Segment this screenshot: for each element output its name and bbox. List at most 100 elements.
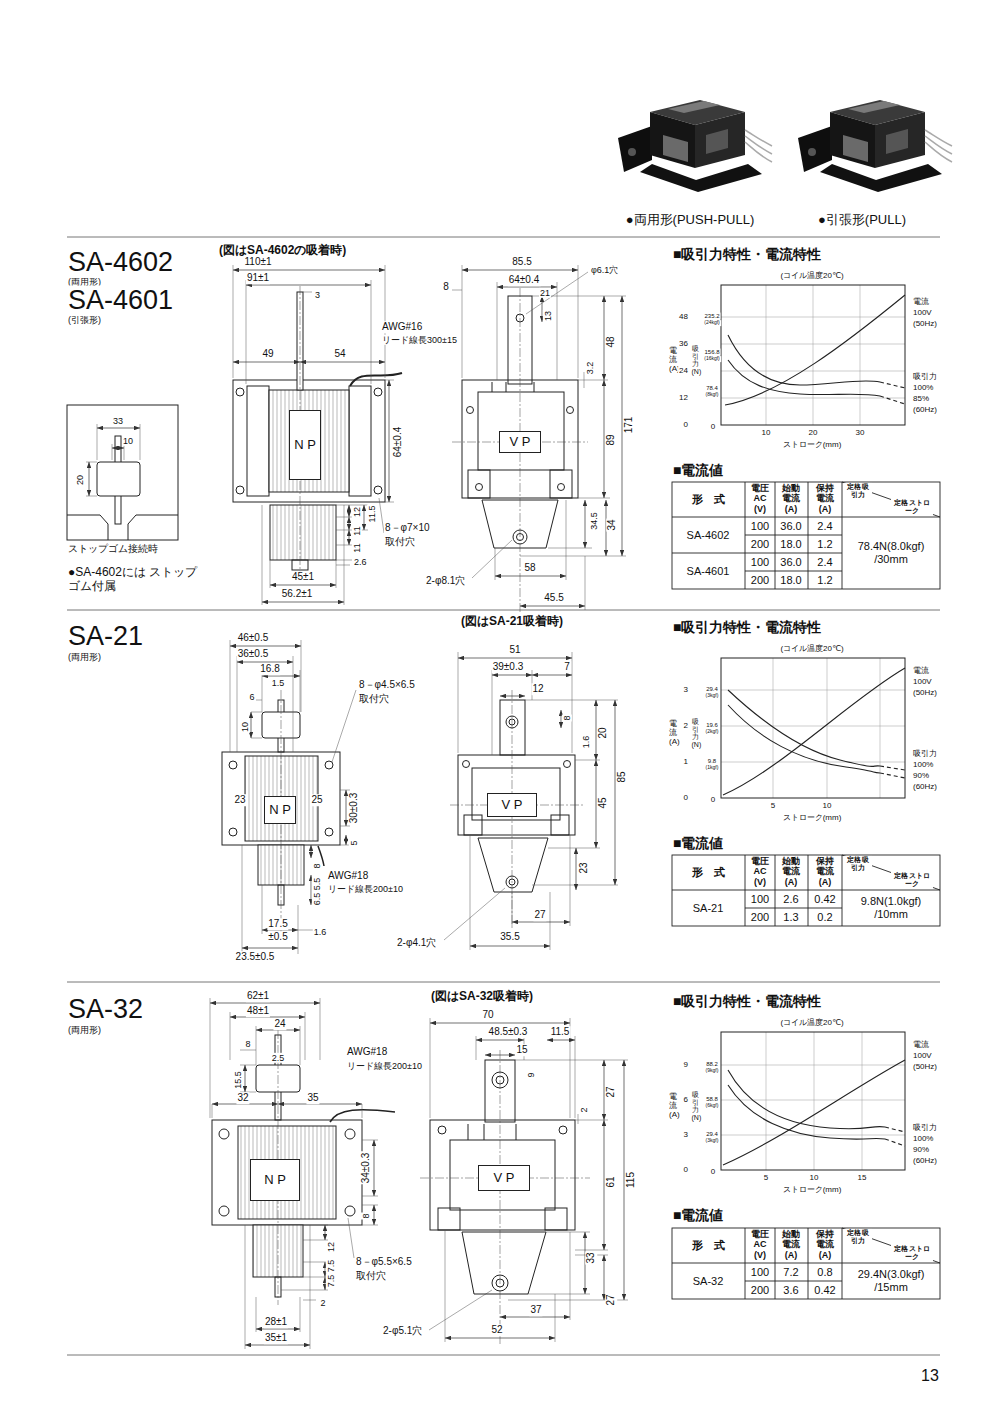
dimension-value: 61 (605, 1175, 617, 1188)
sa32-side-view (325, 1225, 326, 1240)
heading-text: 保持 電流 (A) (812, 1229, 838, 1260)
annotation-text: 45±1 (291, 571, 315, 583)
annotation-text: 200 (750, 911, 770, 924)
sa32-front-view (547, 1040, 575, 1041)
annotation-text: 1.6 (313, 927, 328, 937)
sa32-front-view (438, 1208, 460, 1230)
coil-label-box: N P (250, 1159, 300, 1201)
annotation-text: AWG#16 (381, 321, 423, 333)
heading-text: 定格 ストローク (891, 499, 933, 515)
annotation-text: 2.4 (816, 556, 833, 569)
sa4602-side-view (350, 373, 402, 386)
annotation-text: 20 (808, 428, 819, 437)
annotation-text: 12 (531, 683, 544, 695)
node-text: V P (502, 798, 523, 813)
annotation-text: 2 (319, 1298, 326, 1308)
rule-line (67, 237, 940, 238)
heading-text: 定格 ストローク (891, 1245, 933, 1261)
sa4602-front-view (585, 500, 586, 548)
sa4602-front-view (558, 484, 565, 491)
annotation-text: 91±1 (246, 272, 270, 284)
annotation-text: 64±0.4 (508, 274, 541, 286)
sa21-side-view (298, 930, 314, 931)
annotation-text: 46±0.5 (237, 632, 270, 644)
current-table-grid (672, 482, 940, 589)
heading-text: (図はSA-21吸着時) (460, 615, 564, 629)
annotation-text: 100V (912, 1051, 933, 1060)
annotation-text: 8 (244, 1039, 251, 1049)
sa21-front-view (492, 675, 532, 676)
stop-rubber-inset (86, 424, 140, 496)
heading-text: 保持 電流 (A) (812, 483, 838, 514)
annotation-text: 24 (678, 366, 689, 375)
sa4602-side-view (236, 486, 244, 494)
annotation-text: 36 (678, 339, 689, 348)
solenoid-photo (668, 101, 720, 113)
solenoid-photo (628, 148, 636, 156)
sa4602-front-view (495, 576, 566, 577)
heading-text: ■電流値 (672, 1207, 724, 1223)
current-table-grid (672, 855, 940, 926)
sa32-side-view (210, 998, 320, 1118)
sa32-front-view (450, 1140, 555, 1210)
sa4602-front-view (462, 270, 578, 271)
sa32-side-view (374, 1205, 375, 1225)
annotation-text: 5 (763, 1173, 769, 1182)
sa4602-side-view (233, 380, 385, 502)
sa4602-front-view (452, 288, 588, 612)
dimension-value: 27 (605, 1085, 617, 1098)
annotation-text: 90% (912, 1145, 930, 1154)
force-current-chart (725, 295, 905, 405)
sa21-side-view (346, 835, 347, 845)
sa32-front-view (420, 1018, 628, 1345)
annotation-text: 1.3 (782, 911, 799, 924)
sa21-side-view (222, 640, 356, 954)
annotation-text: 吸引力 (912, 372, 938, 381)
sa21-side-view (230, 646, 301, 647)
sa4602-side-view (336, 498, 384, 565)
dimension-value: 27 (605, 1293, 617, 1306)
node-text: N P (264, 1173, 286, 1188)
sa4602-front-view (492, 382, 534, 392)
current-table-grid (672, 1228, 940, 1299)
annotation-text: ●引張形(PULL) (817, 213, 907, 228)
annotation-text: 電流 (912, 297, 930, 306)
solenoid-photo (798, 100, 952, 192)
annotation-text: 2.6 (782, 893, 799, 906)
sa32-front-view (476, 1040, 524, 1041)
force-current-chart (723, 1060, 905, 1165)
annotation-text: 85% (912, 394, 930, 403)
sa21-front-view (470, 946, 550, 947)
heading-text: 定格 ストローク (891, 872, 933, 888)
annotation-text: 29.4 (705, 1131, 719, 1138)
force-current-chart (721, 1032, 905, 1170)
dimension-value: 5.5 (312, 877, 322, 892)
sa21-front-view (444, 652, 618, 950)
sa32-side-view (281, 1225, 328, 1290)
sa32-side-view (345, 1206, 355, 1216)
sa32-front-view (445, 1230, 570, 1342)
annotation-text: 0 (683, 1165, 689, 1174)
sa4602-front-view (520, 606, 585, 607)
current-table-grid (672, 482, 940, 589)
annotation-text: (コイル温度20℃) (779, 1018, 844, 1027)
sa4602-front-view (472, 540, 512, 578)
sa32-side-view (245, 1065, 246, 1092)
annotation-text: リード線長300±15 (381, 335, 458, 345)
annotation-text: 6 (683, 1095, 689, 1104)
sa32-side-view (238, 1126, 336, 1219)
stop-rubber-inset (67, 515, 178, 540)
annotation-text: 23 (233, 794, 246, 806)
heading-text: 電圧 AC (V) (747, 1229, 773, 1260)
stop-rubber-inset (67, 405, 178, 540)
annotation-text: (60Hz) (912, 1156, 938, 1165)
force-current-chart (728, 360, 880, 396)
sa21-front-view (478, 838, 548, 892)
dimension-value: 85 (616, 770, 628, 783)
annotation-text: 100 (750, 893, 770, 906)
annotation-text: (両用形) (67, 1025, 102, 1035)
annotation-text: 1.2 (816, 538, 833, 551)
force-current-chart (721, 658, 905, 798)
force-current-chart (728, 335, 880, 385)
heading-text: ■電流値 (672, 835, 724, 851)
